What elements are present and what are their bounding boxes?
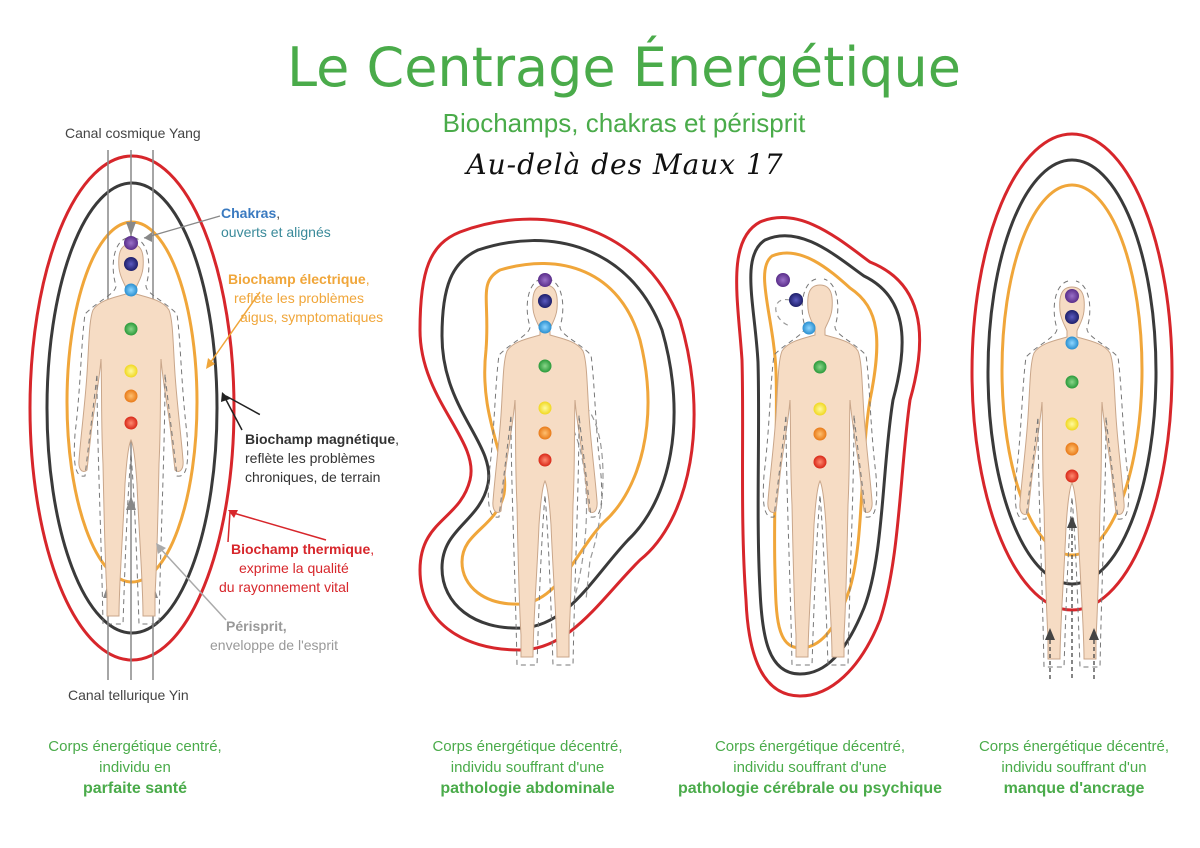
magnetique-title: Biochamp magnétique: [245, 431, 396, 447]
caption-line2: individu souffrant d'une: [450, 759, 605, 776]
caption-line1: Corps énergétique décentré,: [714, 738, 906, 755]
electrique-title: Biochamp électrique: [228, 271, 366, 287]
thermique-line2: du rayonnement vital: [219, 579, 349, 595]
label-biochamp-electrique: Biochamp électrique, reflète les problèm…: [228, 271, 384, 325]
caption-emphasis: pathologie abdominale: [440, 780, 615, 797]
perisprit-line1: enveloppe de l'esprit: [210, 637, 338, 653]
figure-cerebral: [735, 216, 922, 698]
caption-line1: Corps énergétique décentré,: [432, 738, 623, 755]
brand-signature: Au-delà des Maux 17: [466, 148, 784, 181]
label-canal-yang: Canal cosmique Yang: [65, 125, 201, 141]
electrique-line2: aigus, symptomatiques: [240, 309, 384, 325]
electrique-line1: reflète les problèmes: [234, 290, 364, 306]
perisprit-title: Périsprit,: [226, 618, 287, 634]
page-subtitle: Biochamps, chakras et périsprit: [442, 108, 806, 138]
caption-abdominal: Corps énergétique décentré, individu sou…: [405, 736, 650, 799]
label-biochamp-thermique: Biochamp thermique, exprime la qualité d…: [219, 541, 375, 595]
caption-line1: Corps énergétique centré,: [48, 738, 222, 755]
magnetique-line2: chroniques, de terrain: [245, 469, 381, 485]
caption-cerebral: Corps énergétique décentré, individu sou…: [660, 736, 960, 799]
figure-abdominal: [418, 217, 696, 666]
chakras-desc: ouverts et alignés: [221, 224, 331, 240]
caption-ancrage: Corps énergétique décentré, individu sou…: [960, 736, 1188, 799]
caption-centered: Corps énergétique centré, individu en pa…: [20, 736, 250, 799]
caption-line2: individu en: [99, 759, 171, 776]
magnetique-line1: reflète les problèmes: [245, 450, 375, 466]
label-perisprit: Périsprit, enveloppe de l'esprit: [210, 617, 338, 655]
thermique-title: Biochamp thermique: [231, 541, 371, 557]
label-biochamp-magnetique: Biochamp magnétique, reflète les problèm…: [245, 431, 400, 485]
chakras-comma: ,: [276, 205, 281, 221]
caption-emphasis: pathologie cérébrale ou psychique: [677, 780, 943, 797]
thermique-line1: exprime la qualité: [239, 560, 349, 576]
chakras-title: Chakras: [221, 205, 277, 221]
caption-emphasis: manque d'ancrage: [1003, 780, 1145, 797]
label-canal-yin: Canal tellurique Yin: [68, 687, 189, 703]
caption-line2: individu souffrant d'une: [733, 759, 887, 776]
caption-line2: individu souffrant d'un: [1001, 759, 1147, 776]
label-chakras: Chakras, ouverts et alignés: [221, 204, 331, 242]
figure-ancrage: [970, 132, 1174, 680]
caption-line1: Corps énergétique décentré,: [978, 738, 1170, 755]
caption-emphasis: parfaite santé: [82, 780, 188, 797]
leader-lines: [143, 215, 327, 621]
page-title: Le Centrage Énergétique: [286, 36, 962, 99]
figure-centered: [28, 150, 236, 680]
